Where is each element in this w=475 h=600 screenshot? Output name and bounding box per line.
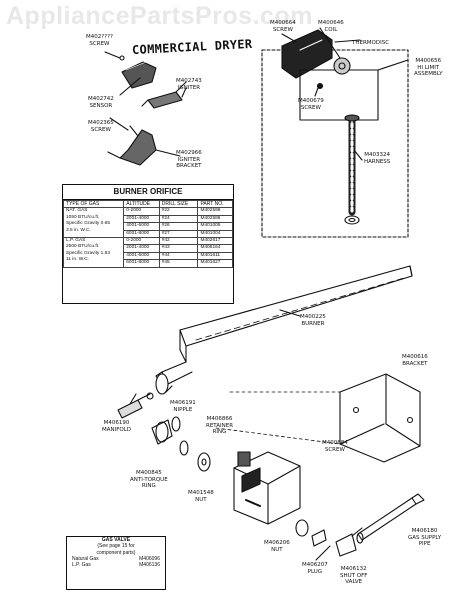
drill-cell: #45: [158, 259, 199, 268]
gas-valve-note: (See page 15 for: [97, 543, 135, 550]
altitude-cell: 6001-8000: [123, 259, 160, 268]
col-header: PART NO.: [197, 199, 233, 209]
altitude-cell: 0-2000: [123, 237, 160, 246]
sensor-part: [119, 55, 157, 89]
table-row: 4001-6000 #44 M401611: [64, 251, 233, 261]
drill-cell: #24: [158, 214, 199, 224]
burner-orifice-table: BURNER ORIFICE TYPE OF GAS ALTITUDE DRIL…: [62, 184, 234, 304]
part-cell: M402586: [197, 214, 233, 224]
igniter-bracket-part: [107, 125, 157, 166]
altitude-cell: 0-2000: [123, 207, 160, 216]
gas-type-cell: NAT. GAS 1050 BTU/cu.ft. Specific Gravit…: [62, 207, 125, 239]
watermark: AppliancePartsPros.com: [6, 2, 313, 30]
nipple-part: [151, 416, 189, 456]
gas-valve-box: GAS VALVE (See page 15 for component par…: [66, 536, 166, 590]
manifold-part: [117, 392, 154, 419]
part-cell: M401627: [197, 259, 233, 268]
col-header: TYPE OF GAS: [62, 199, 125, 209]
col-header: ALTITUDE: [123, 199, 160, 209]
burner-part: [155, 265, 413, 395]
drill-cell: #42: [158, 237, 199, 246]
hi-limit-box: [261, 27, 409, 238]
drill-cell: #44: [158, 251, 199, 261]
part-cell: M402598: [197, 207, 233, 216]
altitude-cell: 2001-4000: [123, 214, 160, 224]
plug-nut-parts: [295, 519, 363, 561]
gas-valve-title: GAS VALVE: [101, 537, 131, 543]
label-screw-top: M402????SCREW: [86, 34, 113, 47]
table-row: 2001-4000 #43 M406164: [64, 244, 233, 253]
label-thermodisc: THERMODISC: [352, 40, 390, 46]
part-cell: M401005: [197, 222, 233, 231]
part-cell: M401611: [197, 251, 233, 261]
part-cell: M401004: [197, 229, 233, 239]
table-row: L.P. GAS 2500 BTU/cu.ft. Specific Gravit…: [62, 237, 233, 268]
gas-valve-part: [233, 451, 301, 525]
table-row: 6001-8000 #45 M401627: [64, 259, 233, 268]
orifice-table-title: BURNER ORIFICE: [63, 185, 233, 200]
altitude-cell: 4001-6000: [123, 222, 160, 231]
gas-valve-note: component parts): [96, 549, 136, 556]
drill-cell: #27: [158, 229, 199, 239]
part-cell: M402617: [197, 237, 233, 246]
bracket-part: [215, 373, 421, 463]
drill-cell: #43: [158, 244, 199, 253]
igniter-part: [141, 81, 187, 109]
altitude-cell: 4001-6000: [123, 251, 160, 261]
col-header: DRILL SIZE: [158, 199, 199, 209]
drill-cell: #22: [158, 207, 199, 216]
gas-type-cell: L.P. GAS 2500 BTU/cu.ft. Specific Gravit…: [62, 237, 125, 268]
table-row: NAT. GAS 1050 BTU/cu.ft. Specific Gravit…: [62, 207, 233, 239]
gas-supply-pipe-part: [356, 493, 425, 544]
part-cell: M406164: [197, 244, 233, 253]
drill-cell: #26: [158, 222, 199, 231]
altitude-cell: 6001-8000: [123, 229, 160, 239]
altitude-cell: 2001-4000: [123, 244, 160, 253]
table-row: 4001-6000 #26 M401005: [64, 222, 233, 231]
anti-torque-ring-part: [197, 452, 211, 472]
